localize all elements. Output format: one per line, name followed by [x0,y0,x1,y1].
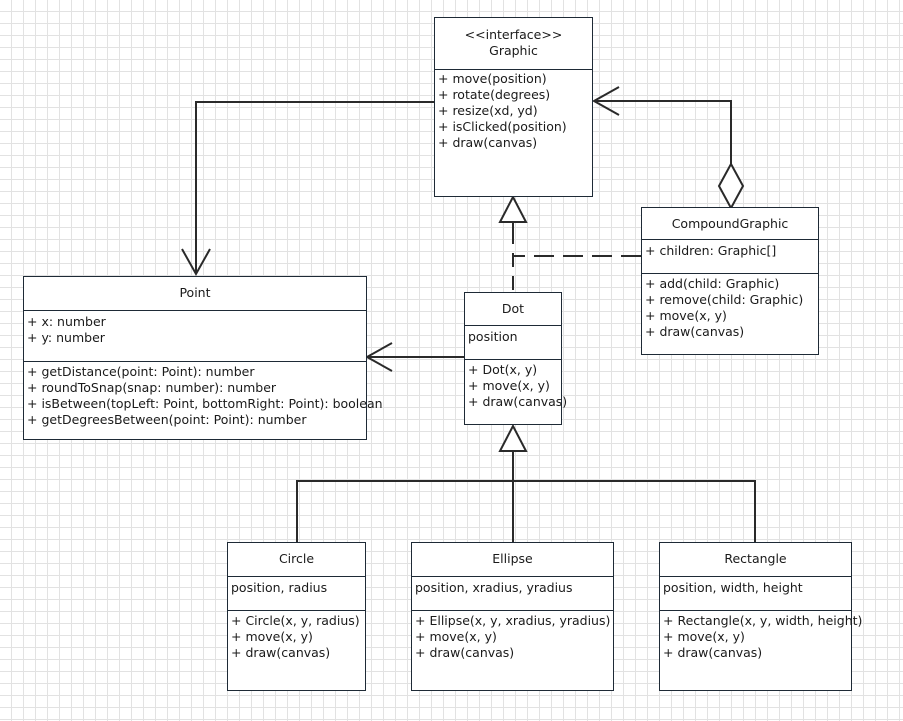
class-graphic[interactable]: <<interface>> Graphic + move(position) +… [434,17,593,197]
method-line: + isClicked(position) [438,119,567,134]
class-header: <<interface>> Graphic [435,18,592,70]
class-point[interactable]: Point + x: number + y: number + getDista… [23,276,383,440]
method-line: + move(x, y) [645,308,727,323]
method-line: + add(child: Graphic) [645,276,780,291]
class-compound-graphic[interactable]: CompoundGraphic + children: Graphic[] + … [641,207,819,355]
class-name: Ellipse [492,551,533,566]
class-name: Rectangle [724,551,787,566]
assoc-graphic-point-line [195,101,434,272]
attributes-section: position, width, height [660,577,851,611]
attribute-line: + y: number [27,330,105,345]
methods-section: + getDistance(point: Point): number + ro… [24,362,383,428]
generalization-bus [296,480,756,542]
method-line: + draw(canvas) [231,645,331,660]
class-dot[interactable]: Dot position + Dot(x, y) + move(x, y) + … [464,292,568,425]
class-name: CompoundGraphic [671,216,789,231]
attribute-line: position [468,329,518,344]
assoc-dot-point-arrowhead [364,342,393,372]
methods-section: + Dot(x, y) + move(x, y) + draw(canvas) [465,360,568,410]
class-name: Graphic [489,43,538,58]
assoc-graphic-point-arrowhead [181,248,211,277]
class-rectangle[interactable]: Rectangle position, width, height + Rect… [659,542,863,691]
method-line: + move(x, y) [231,629,313,644]
method-line: + move(x, y) [663,629,745,644]
method-line: + Rectangle(x, y, width, height) [663,613,863,628]
class-circle[interactable]: Circle position, radius + Circle(x, y, r… [227,542,366,691]
methods-section: + add(child: Graphic) + remove(child: Gr… [642,274,818,340]
interface-stereotype: <<interface>> [464,27,563,42]
method-line: + Dot(x, y) [468,362,538,377]
class-header: Ellipse [412,543,613,577]
methods-section: + move(position) + rotate(degrees) + res… [435,70,592,151]
method-line: + Ellipse(x, y, xradius, yradius) [415,613,611,628]
method-line: + draw(canvas) [438,135,538,150]
method-line: + draw(canvas) [645,324,745,339]
attributes-section: position, xradius, yradius [412,577,613,611]
class-name: Point [179,285,211,300]
method-line: + draw(canvas) [663,645,763,660]
attributes-section: + children: Graphic[] [642,240,818,274]
method-line: + isBetween(topLeft: Point, bottomRight:… [27,396,383,411]
method-line: + draw(canvas) [415,645,515,660]
realization-triangle [498,194,528,223]
method-line: + move(position) [438,71,547,86]
class-name: Dot [501,301,525,316]
attributes-section: + x: number + y: number [24,311,366,362]
attributes-section: position, radius [228,577,365,611]
class-header: Circle [228,543,365,577]
method-line: + resize(xd, yd) [438,103,538,118]
aggregation-compound-graphic-line [594,100,732,165]
aggregation-diamond [717,161,745,211]
methods-section: + Circle(x, y, radius) + move(x, y) + dr… [228,611,365,661]
method-line: + rotate(degrees) [438,87,551,102]
aggregation-arrowhead [591,86,620,116]
method-line: + roundToSnap(snap: number): number [27,380,277,395]
class-header: Rectangle [660,543,851,577]
method-line: + Circle(x, y, radius) [231,613,360,628]
class-header: CompoundGraphic [642,208,818,240]
class-name: Circle [278,551,315,566]
attributes-section: position [465,326,561,360]
method-line: + getDistance(point: Point): number [27,364,255,379]
attribute-line: position, width, height [663,580,803,595]
method-line: + remove(child: Graphic) [645,292,804,307]
attribute-line: position, xradius, yradius [415,580,573,595]
attribute-line: + x: number [27,314,106,329]
generalization-triangle [498,423,528,452]
method-line: + move(x, y) [415,629,497,644]
attribute-line: + children: Graphic[] [645,243,777,258]
method-line: + draw(canvas) [468,394,568,409]
class-header: Dot [465,293,561,326]
class-header: Point [24,277,366,311]
method-line: + move(x, y) [468,378,550,393]
methods-section: + Rectangle(x, y, width, height) + move(… [660,611,863,661]
class-ellipse[interactable]: Ellipse position, xradius, yradius + Ell… [411,542,614,691]
method-line: + getDegreesBetween(point: Point): numbe… [27,412,307,427]
methods-section: + Ellipse(x, y, xradius, yradius) + move… [412,611,613,661]
attribute-line: position, radius [231,580,328,595]
